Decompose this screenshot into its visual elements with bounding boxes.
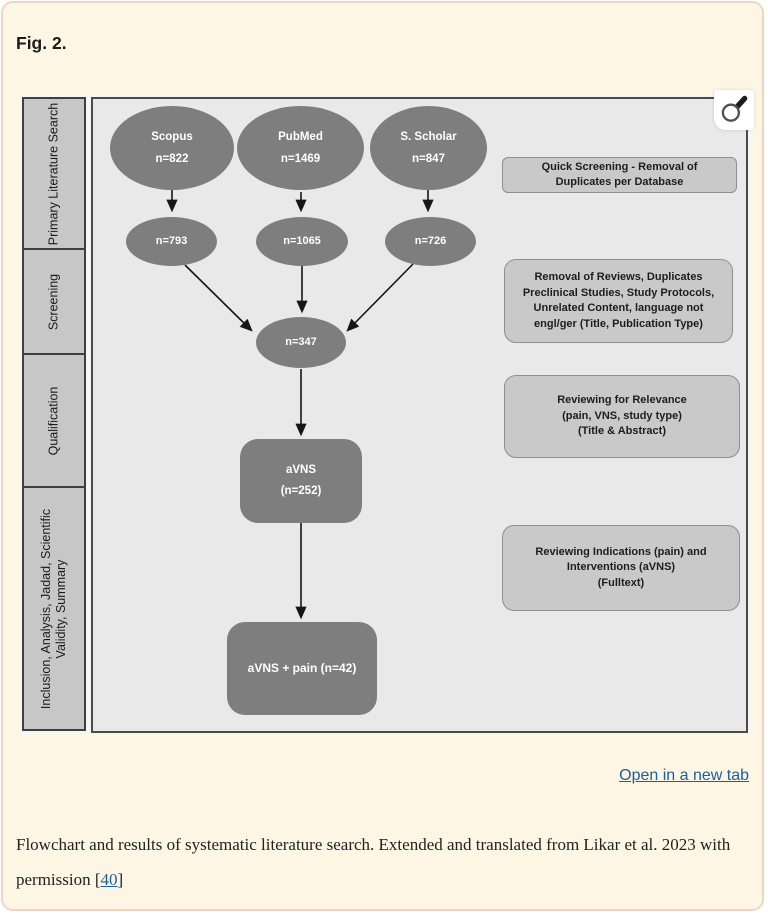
phase-sidebar: Primary Literature Search Screening Qual… bbox=[22, 97, 86, 731]
node-scopus: Scopus n=822 bbox=[110, 106, 234, 190]
annotation-line: (pain, VNS, study type) bbox=[562, 409, 682, 422]
flow-arrows bbox=[166, 190, 434, 620]
annotation-removal: Removal of Reviews, Duplicates Preclinic… bbox=[504, 259, 733, 343]
phase-qualification: Qualification bbox=[24, 355, 84, 488]
annotation-line: (Fulltext) bbox=[597, 576, 645, 589]
phase-inclusion-analysis: Inclusion, Analysis, Jadad, Scientific V… bbox=[24, 488, 84, 729]
open-in-new-tab-link[interactable]: Open in a new tab bbox=[619, 767, 749, 784]
record-count: (n=252) bbox=[280, 485, 322, 497]
annotation-line: Interventions (aVNS) bbox=[566, 561, 676, 574]
node-merged: n=347 bbox=[256, 317, 346, 368]
annotation-line: Quick Screening - Removal of bbox=[541, 160, 698, 173]
annotation-line: (Title & Abstract) bbox=[577, 425, 666, 438]
flowchart-figure: Primary Literature Search Screening Qual… bbox=[20, 95, 750, 733]
database-name: PubMed bbox=[278, 130, 323, 143]
record-count: n=847 bbox=[412, 152, 445, 165]
figure-caption: Flowchart and results of systematic lite… bbox=[16, 827, 754, 897]
flowchart-panel: Scopus n=822 PubMed n=1469 S. Scholar n=… bbox=[91, 97, 748, 733]
phase-label: Qualification bbox=[46, 386, 61, 455]
phase-screening: Screening bbox=[24, 250, 84, 355]
node-pubmed: PubMed n=1469 bbox=[237, 106, 364, 190]
magnifier-icon bbox=[721, 95, 748, 122]
node-avns-pain: aVNS + pain (n=42) bbox=[227, 622, 377, 715]
database-name: Scopus bbox=[151, 130, 193, 143]
annotation-line: Duplicates per Database bbox=[555, 176, 684, 188]
annotation-line: Preclinical Studies, Study Protocols, bbox=[522, 286, 715, 299]
record-count: n=1469 bbox=[280, 152, 321, 165]
phase-primary-literature-search: Primary Literature Search bbox=[24, 99, 84, 250]
reference-40-link[interactable]: 40 bbox=[100, 870, 118, 889]
annotation-relevance: Reviewing for Relevance (pain, VNS, stud… bbox=[504, 375, 740, 458]
phase-label: Primary Literature Search bbox=[46, 102, 61, 245]
node-scopus-dedup: n=793 bbox=[126, 217, 217, 266]
database-name: S. Scholar bbox=[400, 130, 457, 143]
annotation-line: engl/ger (Title, Publication Type) bbox=[534, 317, 703, 330]
annotation-line: Removal of Reviews, Duplicates bbox=[534, 271, 703, 283]
node-avns: aVNS (n=252) bbox=[240, 439, 362, 523]
record-count: n=347 bbox=[285, 336, 317, 348]
record-count: n=726 bbox=[414, 235, 447, 247]
phase-label: Screening bbox=[46, 273, 61, 330]
caption-text-close: ] bbox=[117, 870, 124, 889]
annotation-fulltext: Reviewing Indications (pain) and Interve… bbox=[502, 525, 740, 611]
node-s-scholar: S. Scholar n=847 bbox=[370, 106, 487, 190]
annotation-quick-screening: Quick Screening - Removal of Duplicates … bbox=[502, 157, 737, 193]
record-count: n=1065 bbox=[283, 235, 321, 247]
zoom-figure-button[interactable] bbox=[714, 90, 754, 130]
record-count: n=793 bbox=[155, 235, 188, 247]
annotation-line: Reviewing for Relevance bbox=[557, 394, 687, 407]
phase-label: Inclusion, Analysis, Jadad, Scientific V… bbox=[39, 508, 68, 709]
record-count: n=822 bbox=[155, 152, 189, 165]
annotation-line: Reviewing Indications (pain) and bbox=[535, 545, 707, 558]
caption-text: Flowchart and results of systematic lite… bbox=[16, 835, 731, 889]
annotation-line: Unrelated Content, language not bbox=[533, 302, 704, 314]
node-pubmed-dedup: n=1065 bbox=[256, 217, 348, 266]
node-label: aVNS + pain (n=42) bbox=[247, 661, 357, 675]
node-label: aVNS bbox=[285, 464, 317, 476]
node-sscholar-dedup: n=726 bbox=[385, 217, 476, 266]
figure-label: Fig. 2. bbox=[16, 33, 67, 53]
